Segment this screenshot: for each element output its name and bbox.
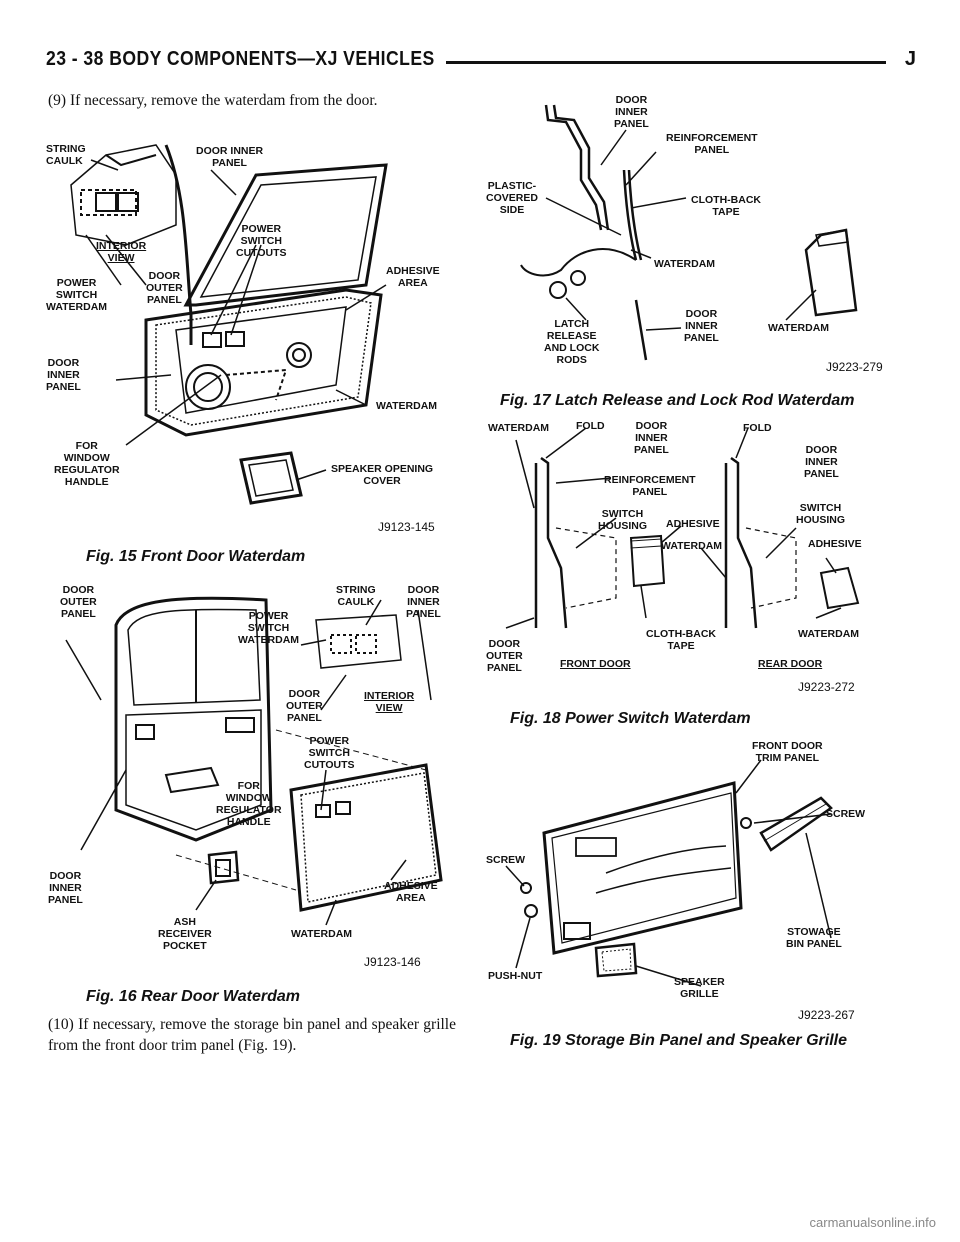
fig19-label-front-door-trim-panel: FRONT DOOR TRIM PANEL: [752, 740, 823, 764]
fig15-label-string-caulk: STRING CAULK: [46, 143, 86, 167]
fig15-label-waterdam: WATERDAM: [376, 400, 438, 412]
figure-19-illustration: [505, 759, 833, 987]
fig18-label-door-inner-panel-left: DOOR INNER PANEL: [634, 420, 669, 456]
figure-15-illustration: [70, 144, 388, 505]
fig17-label-waterdam-right: WATERDAM: [768, 322, 830, 334]
fig16-label-window-regulator: FOR WINDOW REGULATOR HANDLE: [216, 780, 282, 828]
fig18-label-rear-door: REAR DOOR: [758, 658, 823, 670]
figure-18: WATERDAM FOLD DOOR INNER PANEL FOLD DOOR…: [486, 418, 906, 703]
step-9-text: (9) If necessary, remove the waterdam fr…: [48, 92, 378, 109]
fig16-label-waterdam: WATERDAM: [291, 928, 353, 940]
figure-16: DOOR OUTER PANEL STRING CAULK DOOR INNER…: [46, 580, 466, 980]
figure-19: FRONT DOOR TRIM PANEL SCREW SCREW STOWAG…: [486, 738, 906, 1028]
page-header-title: 23 - 38 BODY COMPONENTS—XJ VEHICLES: [46, 48, 435, 70]
fig16-label-power-switch-waterdam: POWER SWITCH WATERDAM: [238, 610, 300, 646]
fig18-label-switch-housing-right: SWITCH HOUSING: [796, 502, 846, 526]
fig19-label-screw-left: SCREW: [486, 854, 526, 866]
fig18-label-door-outer-panel: DOOR OUTER PANEL: [486, 638, 523, 674]
fig15-label-power-switch-waterdam: POWER SWITCH WATERDAM: [46, 277, 108, 313]
fig15-label-door-inner-panel-top: DOOR INNER PANEL: [196, 145, 264, 169]
fig17-label-cloth-back-tape: CLOTH-BACK TAPE: [691, 194, 761, 218]
fig19-label-stowage-bin-panel: STOWAGE BIN PANEL: [786, 926, 842, 950]
fig17-label-door-inner-panel-bottom: DOOR INNER PANEL: [684, 308, 719, 344]
fig15-label-power-switch-cutouts: POWER SWITCH CUTOUTS: [236, 223, 287, 259]
figure-15: STRING CAULK DOOR INNER PANEL INTERIOR V…: [46, 135, 466, 555]
fig19-label-speaker-grille: SPEAKER GRILLE: [674, 976, 725, 1000]
fig18-label-waterdam-top: WATERDAM: [488, 422, 550, 434]
fig18-label-door-inner-panel-right: DOOR INNER PANEL: [804, 444, 839, 480]
figure-16-illustration: [65, 596, 443, 926]
fig17-label-waterdam-mid: WATERDAM: [654, 258, 716, 270]
fig16-label-ash-receiver-pocket: ASH RECEIVER POCKET: [158, 916, 212, 952]
fig15-label-speaker-opening-cover: SPEAKER OPENING COVER: [331, 463, 434, 487]
fig19-caption: Fig. 19 Storage Bin Panel and Speaker Gr…: [510, 1032, 847, 1049]
fig18-label-fold-left: FOLD: [576, 420, 605, 432]
fig15-code: J9123-145: [378, 520, 435, 534]
fig15-label-interior-view: INTERIOR VIEW: [96, 240, 147, 264]
fig16-caption: Fig. 16 Rear Door Waterdam: [86, 988, 300, 1005]
header-rule: [446, 61, 886, 64]
fig18-label-adhesive-right: ADHESIVE: [808, 538, 862, 550]
fig16-label-door-outer-panel-top: DOOR OUTER PANEL: [60, 584, 97, 620]
fig17-label-latch-release: LATCH RELEASE AND LOCK RODS: [544, 318, 600, 366]
fig18-code: J9223-272: [798, 680, 855, 694]
figure-17-illustration: [520, 104, 858, 361]
fig16-label-adhesive-area: ADHESIVE AREA: [384, 880, 438, 904]
step-10-text: (10) If necessary, remove the storage bi…: [48, 1016, 456, 1054]
fig18-label-waterdam-right: WATERDAM: [798, 628, 860, 640]
fig17-label-reinforcement-panel: REINFORCEMENT PANEL: [666, 132, 758, 156]
fig18-label-front-door: FRONT DOOR: [560, 658, 631, 670]
fig15-caption: Fig. 15 Front Door Waterdam: [86, 548, 306, 565]
fig15-label-adhesive-area: ADHESIVE AREA: [386, 265, 440, 289]
fig18-label-waterdam-mid: WATERDAM: [661, 540, 723, 552]
fig18-label-switch-housing-left: SWITCH HOUSING: [598, 508, 648, 532]
page-header-mark: J: [904, 48, 916, 70]
figure-17: DOOR INNER PANEL REINFORCEMENT PANEL PLA…: [486, 90, 906, 390]
fig16-label-interior-view: INTERIOR VIEW: [364, 690, 415, 714]
fig15-label-door-inner-panel: DOOR INNER PANEL: [46, 357, 81, 393]
fig16-label-door-inner-panel-top: DOOR INNER PANEL: [406, 584, 441, 620]
fig16-label-string-caulk: STRING CAULK: [336, 584, 376, 608]
fig18-caption: Fig. 18 Power Switch Waterdam: [510, 710, 751, 727]
fig17-code: J9223-279: [826, 360, 883, 374]
fig19-label-screw-right: SCREW: [826, 808, 866, 820]
fig15-label-door-outer-panel: DOOR OUTER PANEL: [146, 270, 183, 306]
fig16-code: J9123-146: [364, 955, 421, 969]
fig17-label-plastic-covered-side: PLASTIC- COVERED SIDE: [486, 180, 538, 216]
fig19-label-push-nut: PUSH-NUT: [488, 970, 543, 982]
fig19-code: J9223-267: [798, 1008, 855, 1022]
fig16-label-door-outer-panel-mid: DOOR OUTER PANEL: [286, 688, 323, 724]
fig16-label-door-inner-panel: DOOR INNER PANEL: [48, 870, 83, 906]
fig15-label-window-regulator: FOR WINDOW REGULATOR HANDLE: [54, 440, 120, 488]
fig18-label-fold-right: FOLD: [743, 422, 772, 434]
footer-watermark: carmanualsonline.info: [809, 1215, 936, 1230]
fig18-label-adhesive-left: ADHESIVE: [666, 518, 720, 530]
figure-18-illustration: [505, 427, 860, 629]
fig16-label-power-switch-cutouts: POWER SWITCH CUTOUTS: [304, 735, 355, 771]
fig17-caption: Fig. 17 Latch Release and Lock Rod Water…: [500, 392, 855, 409]
page-header: 23 - 38 BODY COMPONENTS—XJ VEHICLES J: [46, 44, 916, 72]
fig17-label-door-inner-panel-top: DOOR INNER PANEL: [614, 94, 649, 130]
fig18-label-cloth-back-tape: CLOTH-BACK TAPE: [646, 628, 716, 652]
fig18-label-reinforcement-panel: REINFORCEMENT PANEL: [604, 474, 696, 498]
